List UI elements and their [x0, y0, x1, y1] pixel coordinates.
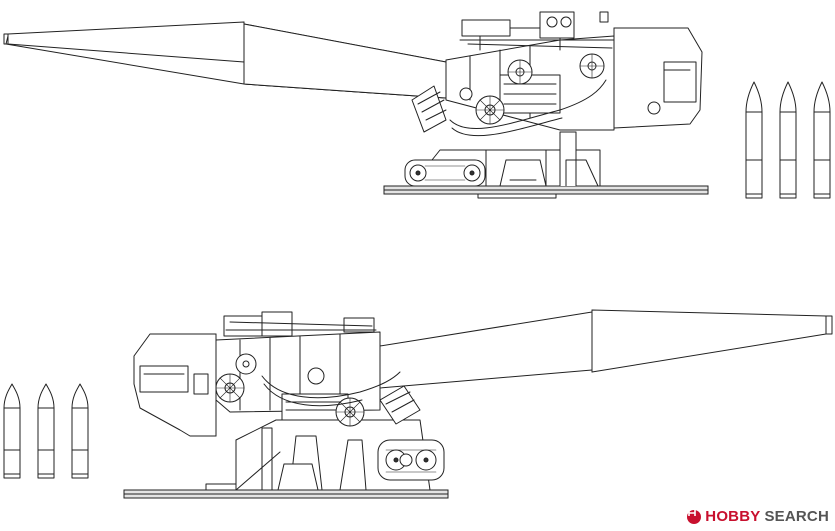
watermark-part2: SEARCH: [764, 508, 829, 525]
bottom-shield: [133, 333, 217, 437]
shell: [3, 383, 21, 479]
top-elevation-track: [404, 159, 486, 187]
shell: [37, 383, 55, 479]
bottom-base-plate: [123, 483, 449, 499]
watermark-part1: HOBBY: [705, 508, 761, 525]
top-handwheels: [459, 53, 605, 125]
top-gun-view: [3, 11, 831, 199]
shell: [71, 383, 89, 479]
hobby-search-logo-icon: [687, 509, 702, 524]
top-base-plate: [383, 185, 709, 199]
shell: [779, 81, 797, 199]
top-recoil-tube: [411, 79, 607, 137]
bottom-breech: [215, 311, 381, 421]
top-shells: [745, 81, 831, 199]
bottom-shells: [3, 383, 89, 479]
top-barrel: [3, 21, 447, 99]
bottom-recoil-tube: [261, 371, 421, 425]
top-shield: [613, 27, 703, 129]
shell: [813, 81, 831, 199]
bottom-gun-view: [3, 309, 833, 499]
shell: [745, 81, 763, 199]
hobby-search-watermark: HOBBY SEARCH: [687, 508, 829, 525]
bottom-barrel: [379, 309, 833, 389]
